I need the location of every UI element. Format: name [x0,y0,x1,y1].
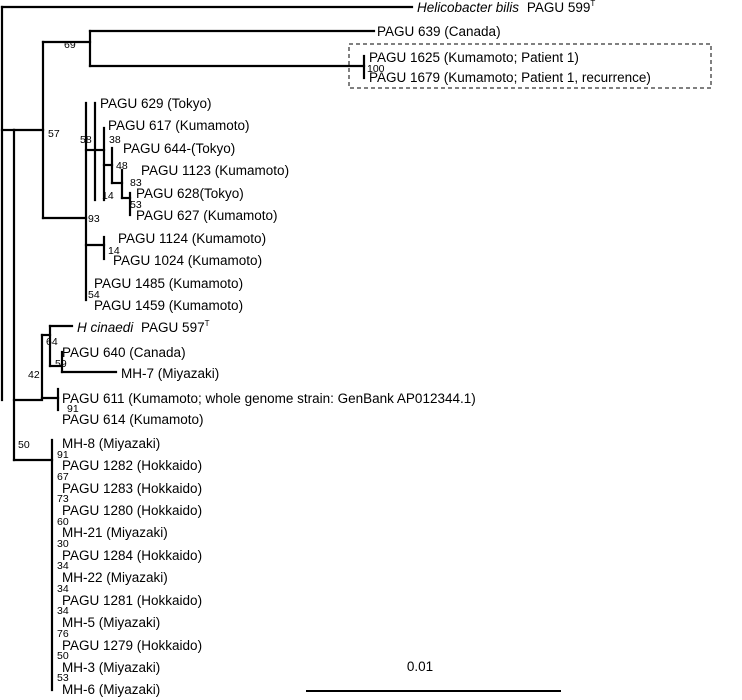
leaf-label: PAGU 1679 (Kumamoto; Patient 1, recurren… [369,70,651,85]
bootstrap-value: 91 [67,403,79,415]
leaf-superscript: T [590,0,595,8]
bootstrap-value: 73 [57,493,69,505]
bootstrap-value: 34 [57,583,69,595]
leaf-label: PAGU 640 (Canada) [62,345,186,360]
leaf-italic-name: H cinaedi [77,320,134,335]
bootstrap-value: 42 [28,369,40,381]
leaf-italic-name: Helicobacter bilis [417,0,519,15]
bootstrap-value: 38 [109,134,121,146]
leaf-label: PAGU 1024 (Kumamoto) [113,253,262,268]
leaf-h-bilis: Helicobacter bilis PAGU 599T [417,0,595,15]
bootstrap-value: 30 [57,538,69,550]
tree-branches [0,5,414,692]
bootstrap-value: 93 [88,213,100,225]
bootstrap-value: 57 [48,128,60,140]
leaf-label: PAGU 1279 (Hokkaido) [62,638,202,653]
leaf-strain: PAGU 597 [141,320,205,335]
leaf-h-cinaedi: H cinaedi PAGU 597T [77,319,210,335]
bootstrap-value: 100 [367,63,385,75]
bootstrap-value: 64 [46,336,58,348]
scale-bar-label: 0.01 [407,659,433,674]
leaf-label: PAGU 1459 (Kumamoto) [94,298,243,313]
leaf-label: PAGU 1284 (Hokkaido) [62,548,202,563]
leaf-label: MH-3 (Miyazaki) [62,660,160,675]
bootstrap-value: 53 [57,672,69,684]
bootstrap-value: 53 [130,199,142,211]
bootstrap-value: 34 [57,605,69,617]
leaf-label: PAGU 1281 (Hokkaido) [62,593,202,608]
bootstrap-value: 76 [57,628,69,640]
leaf-label: PAGU 1283 (Hokkaido) [62,481,202,496]
leaf-label: PAGU 629 (Tokyo) [100,96,212,111]
leaf-label: PAGU 1123 (Kumamoto) [141,163,289,178]
leaf-superscript: T [205,319,210,328]
leaf-label: MH-22 (Miyazaki) [62,570,168,585]
leaf-label: MH-21 (Miyazaki) [62,525,168,540]
leaf-label: PAGU 617 (Kumamoto) [108,118,250,133]
leaf-label: PAGU 1625 (Kumamoto; Patient 1) [369,50,579,65]
bootstrap-value: 14 [102,190,114,202]
leaf-strain: PAGU 599 [527,0,591,15]
leaf-label: PAGU 1282 (Hokkaido) [62,458,202,473]
bootstrap-value: 83 [130,177,142,189]
leaf-label: PAGU 639 (Canada) [377,24,501,39]
bootstrap-value: 58 [80,134,92,146]
bootstrap-value: 54 [88,289,100,301]
leaf-label: PAGU 614 (Kumamoto) [62,412,204,427]
bootstrap-value: 14 [108,245,120,257]
leaf-label: MH-7 (Miyazaki) [121,366,219,381]
leaf-label: PAGU 611 (Kumamoto; whole genome strain:… [62,391,476,406]
leaf-label: MH-6 (Miyazaki) [62,682,160,697]
leaf-label: PAGU 644-(Tokyo) [123,141,235,156]
leaf-label: PAGU 1485 (Kumamoto) [94,276,243,291]
leaf-labels: Helicobacter bilis PAGU 599T PAGU 639 (C… [62,0,651,697]
leaf-label: PAGU 628(Tokyo) [136,186,244,201]
bootstrap-values: 69 100 57 58 38 48 83 53 14 93 14 54 64 … [18,39,385,684]
bootstrap-value: 59 [55,358,67,370]
scale-bar: 0.01 [306,659,561,692]
bootstrap-value: 67 [57,471,69,483]
bootstrap-value: 34 [57,560,69,572]
leaf-label: PAGU 1280 (Hokkaido) [62,503,202,518]
leaf-label: PAGU 627 (Kumamoto) [136,208,278,223]
bootstrap-value: 50 [18,439,30,451]
bootstrap-value: 50 [57,650,69,662]
bootstrap-value: 48 [116,160,128,172]
leaf-label: MH-8 (Miyazaki) [62,436,160,451]
bootstrap-value: 69 [64,39,76,51]
bootstrap-value: 91 [57,449,69,461]
leaf-label: PAGU 1124 (Kumamoto) [118,231,266,246]
leaf-label: MH-5 (Miyazaki) [62,615,160,630]
bootstrap-value: 60 [57,516,69,528]
